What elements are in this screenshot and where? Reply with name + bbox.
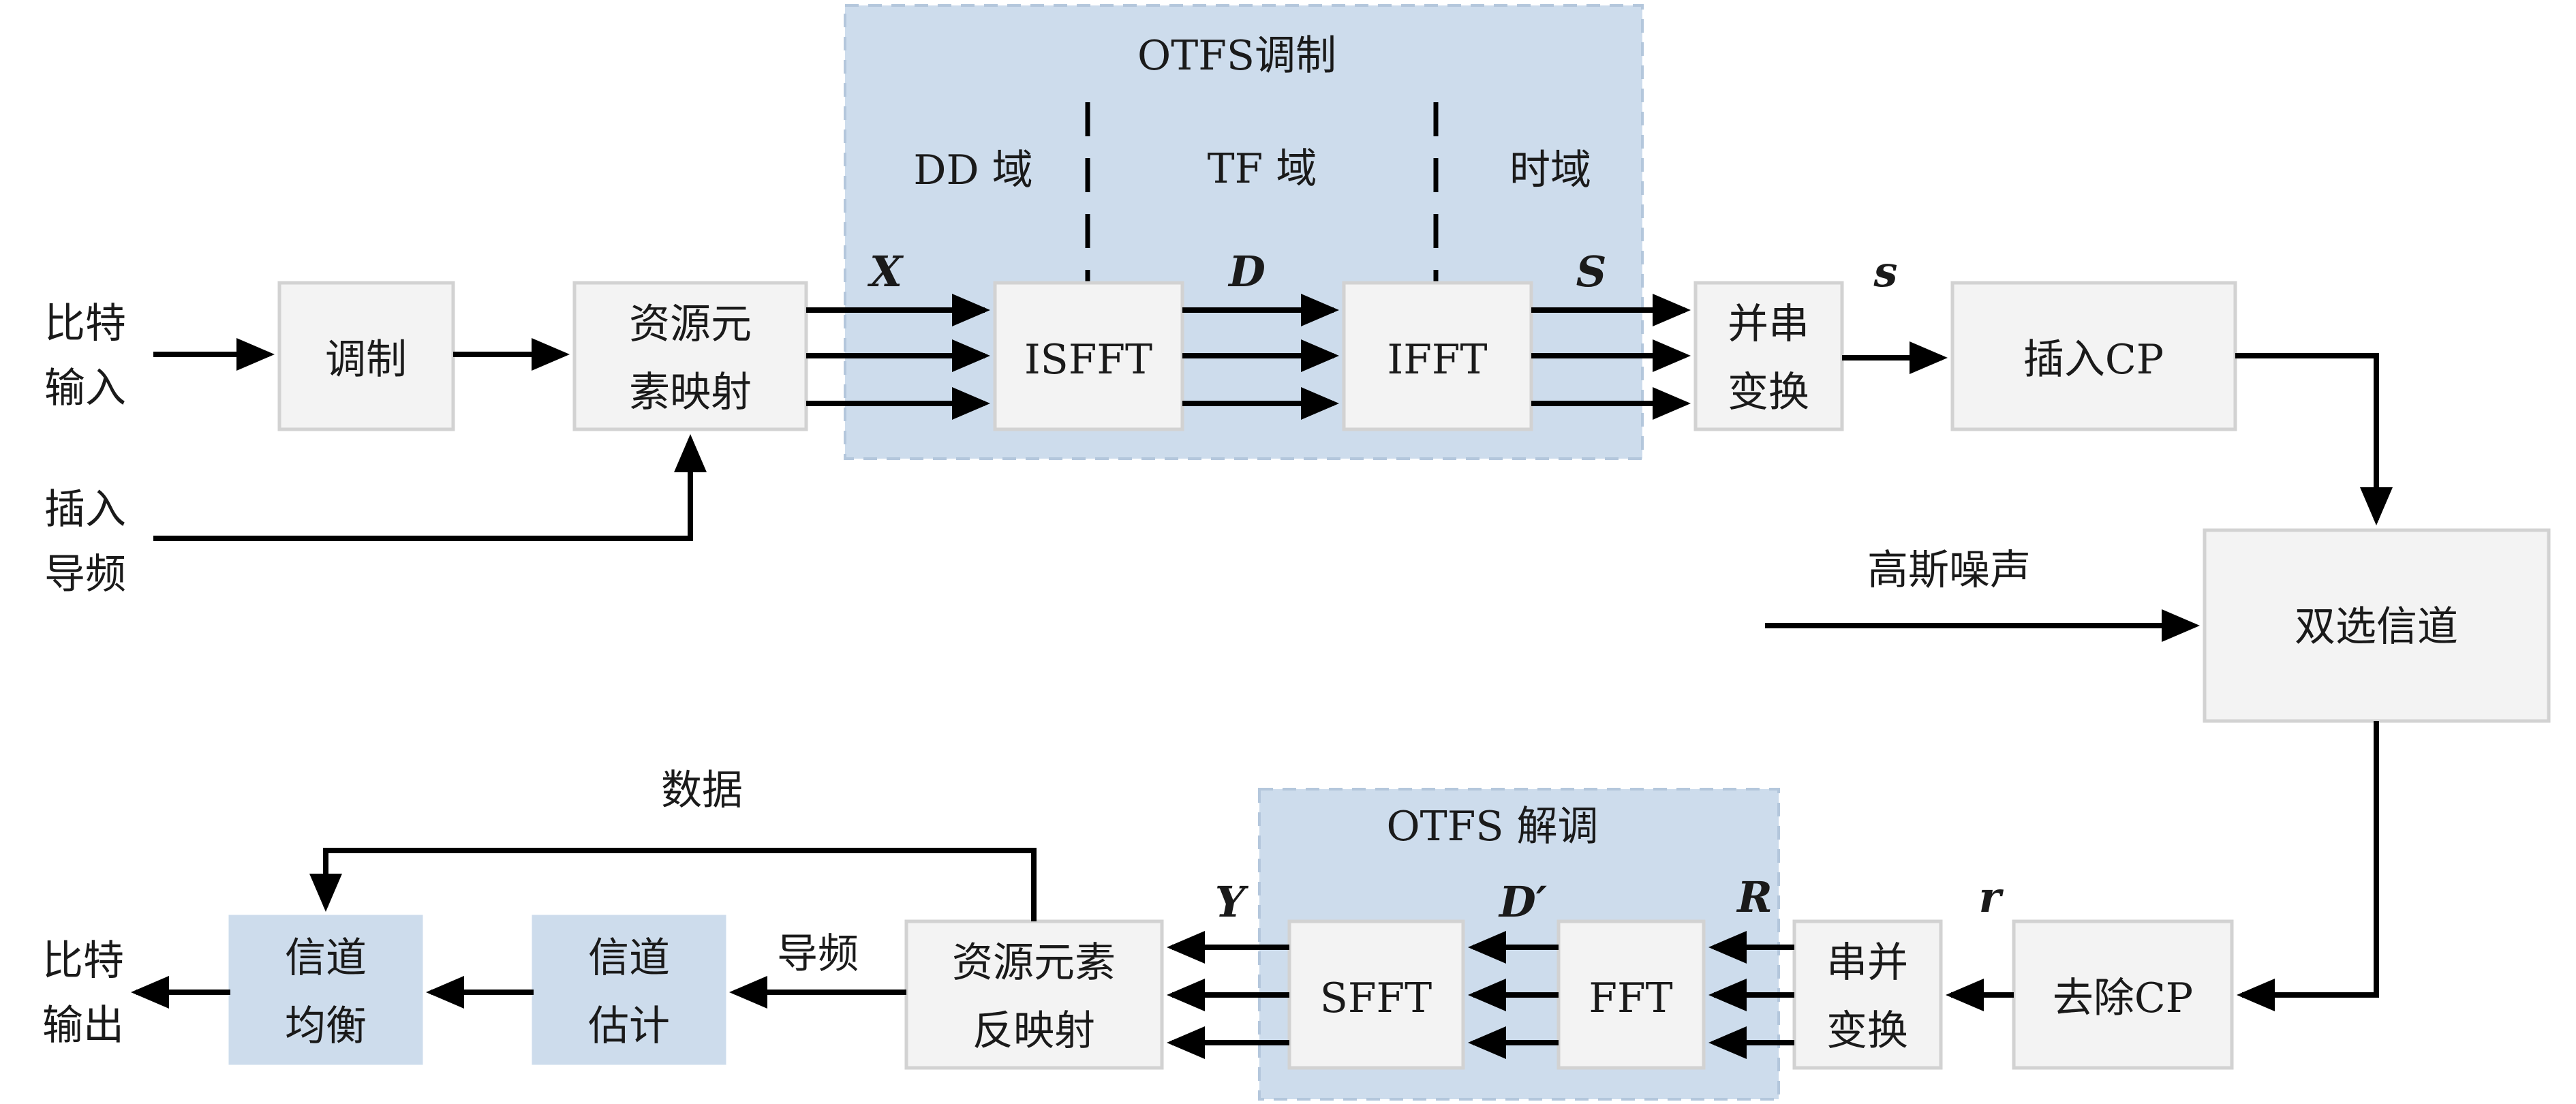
isfft-block: ISFFT xyxy=(993,281,1184,431)
svg-text:信道: 信道 xyxy=(285,934,367,982)
svg-text:变换: 变换 xyxy=(1826,1007,1908,1055)
otfs-demodulation-title: OTFS 解调 xyxy=(1386,803,1598,850)
resource-map-block: 资源元 素映射 xyxy=(572,281,808,431)
svg-text:估计: 估计 xyxy=(588,1002,670,1050)
symbol-r-upper: R xyxy=(1736,872,1773,922)
svg-text:信道: 信道 xyxy=(588,934,670,982)
dd-domain-label: DD 域 xyxy=(913,147,1032,194)
sfft-block: SFFT xyxy=(1287,919,1465,1070)
symbol-d: D xyxy=(1227,247,1266,296)
svg-text:资源元素: 资源元素 xyxy=(952,939,1116,987)
symbol-tx-s: s xyxy=(1873,247,1898,296)
svg-text:FFT: FFT xyxy=(1589,975,1672,1022)
equalizer-block: 信道 均衡 xyxy=(228,915,423,1065)
svg-text:双选信道: 双选信道 xyxy=(2295,603,2458,651)
svg-text:均衡: 均衡 xyxy=(285,1002,367,1050)
symbol-d-prime: D′ xyxy=(1498,877,1547,927)
svg-text:ISFFT: ISFFT xyxy=(1024,336,1152,384)
svg-text:串并: 串并 xyxy=(1826,939,1908,987)
symbol-rx-r: r xyxy=(1979,872,2004,922)
symbol-y: Y xyxy=(1215,877,1249,927)
noise-label: 高斯噪声 xyxy=(1867,547,2031,594)
time-domain-label: 时域 xyxy=(1509,147,1591,194)
svg-text:反映射: 反映射 xyxy=(972,1007,1095,1055)
otfs-modulation-title: OTFS调制 xyxy=(1137,32,1336,80)
pilot-input-label-2: 导频 xyxy=(44,551,126,598)
arrows xyxy=(131,294,2393,1059)
s2p-block: 串并 变换 xyxy=(1792,919,1943,1070)
pilot-input-label: 插入 xyxy=(44,486,126,534)
channel-estimation-block: 信道 估计 xyxy=(532,915,726,1065)
svg-text:插入CP: 插入CP xyxy=(2023,336,2164,384)
symbol-x: X xyxy=(867,247,904,296)
bits-output-label: 比特 xyxy=(42,937,124,985)
p2s-block: 并串 变换 xyxy=(1693,281,1844,431)
bits-input-label: 比特 xyxy=(44,300,126,348)
pilot-path-label: 导频 xyxy=(777,930,859,978)
svg-text:变换: 变换 xyxy=(1728,369,1809,416)
svg-text:去除CP: 去除CP xyxy=(2053,975,2193,1022)
bits-output-label-2: 输出 xyxy=(42,1002,124,1049)
insert-cp-block: 插入CP xyxy=(1950,281,2237,431)
symbol-s: S xyxy=(1576,247,1607,296)
tf-domain-label: TF 域 xyxy=(1208,145,1317,193)
channel-block: 双选信道 xyxy=(2203,528,2551,723)
remove-cp-block: 去除CP xyxy=(2012,919,2234,1070)
ifft-block: IFFT xyxy=(1342,281,1533,431)
svg-text:IFFT: IFFT xyxy=(1387,336,1488,384)
svg-text:SFFT: SFFT xyxy=(1320,975,1432,1022)
data-feedback-label: 数据 xyxy=(661,767,743,814)
svg-text:素映射: 素映射 xyxy=(629,369,752,416)
svg-text:资源元: 资源元 xyxy=(629,301,752,348)
svg-text:调制: 调制 xyxy=(325,336,407,384)
svg-text:并串: 并串 xyxy=(1728,301,1809,348)
bits-input-label-2: 输入 xyxy=(44,365,126,412)
fft-block: FFT xyxy=(1557,919,1706,1070)
resource-demap-block: 资源元素 反映射 xyxy=(904,919,1164,1070)
modulate-block: 调制 xyxy=(277,281,455,431)
